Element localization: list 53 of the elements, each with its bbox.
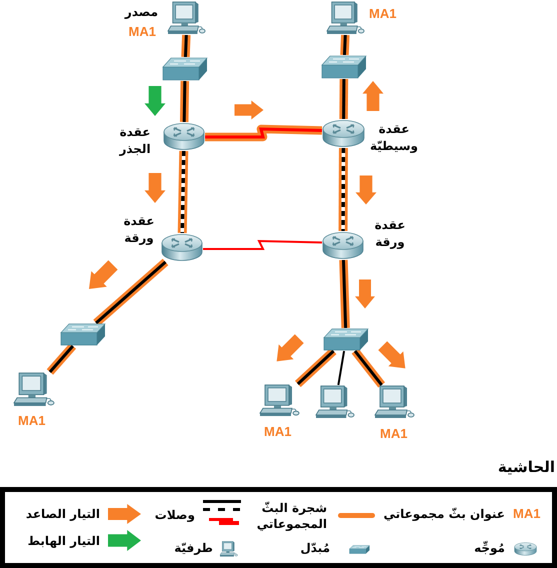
group-address-label: MA1 (369, 6, 396, 22)
router-icon (163, 122, 205, 151)
node-label: عقدة الجذر (119, 124, 151, 158)
direction-arrow (355, 280, 375, 308)
direction-arrow (144, 173, 166, 203)
legend-label: وصلات (154, 507, 195, 523)
legend-label: طرفيّة (174, 540, 213, 556)
direction-arrow (144, 86, 166, 116)
network-link (343, 34, 347, 56)
serial-link (203, 240, 322, 250)
switch-icon (321, 55, 367, 79)
direction-arrow (276, 334, 304, 362)
computer-icon (260, 384, 300, 417)
node-label: مصدر (124, 4, 158, 20)
network-link (180, 150, 186, 234)
network-link (184, 34, 188, 58)
legend-label: التيار الصاعد (26, 506, 100, 522)
switch-icon (60, 323, 106, 346)
switch-icon (323, 328, 369, 351)
legend-label: التيار الهابط (28, 533, 100, 549)
legend-label: مُبدّل (300, 540, 330, 556)
group-address-label: MA1 (380, 426, 408, 442)
computer-icon (168, 1, 206, 35)
computer-icon (316, 385, 355, 419)
direction-arrow (362, 81, 384, 111)
serial-link (205, 127, 322, 138)
node-label: عقدة ورقة (374, 217, 406, 251)
group-address-label: MA1 (18, 413, 46, 429)
node-label: عقدة وسيطيّة (370, 121, 418, 155)
computer-icon (14, 372, 55, 407)
direction-arrow (234, 100, 264, 120)
legend-heading: الحاشية (498, 458, 555, 477)
router-icon (161, 233, 203, 262)
group-address-label: MA1 (128, 24, 156, 40)
legend-label: شجرة البثّ المجموعاتي (256, 500, 327, 532)
direction-arrow (378, 341, 406, 368)
legend-label: عنوان بثّ مجموعاتي (383, 506, 505, 522)
node-label: عقدة ورقة (124, 213, 154, 247)
legend-label: مُوجِّه (474, 540, 505, 556)
direction-arrow (88, 260, 118, 290)
network-link (342, 260, 348, 328)
computer-icon (327, 1, 365, 35)
computer-icon (375, 385, 415, 419)
direction-arrow (356, 176, 376, 204)
network-link (337, 350, 346, 386)
network-link (342, 78, 346, 120)
network-link (341, 148, 346, 231)
legend-sample-text: MA1 (513, 506, 540, 522)
router-icon (322, 231, 364, 260)
switch-icon (162, 57, 208, 81)
router-icon (322, 119, 365, 148)
network-link (182, 80, 186, 122)
group-address-label: MA1 (264, 424, 292, 440)
